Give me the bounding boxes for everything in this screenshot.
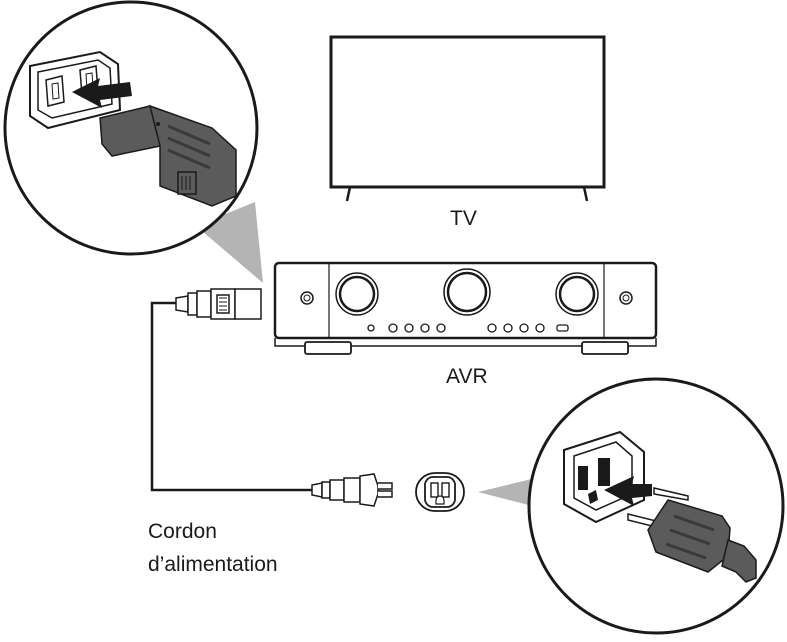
- insert-arrow-icon: [72, 78, 132, 108]
- tv-label: TV: [450, 207, 477, 230]
- wall-outlet-closeup: [527, 377, 785, 635]
- avr-label: AVR: [446, 365, 488, 388]
- power-cord-label-line2: d’alimentation: [148, 553, 278, 576]
- power-cord-line: [150, 301, 312, 492]
- wall-outlet: [415, 472, 465, 512]
- power-cord-label-line1: Cordon: [148, 520, 217, 543]
- power-cord-label: Cordon d’alimentation: [148, 515, 278, 581]
- iec-inlet-closeup: [3, 0, 259, 256]
- power-plug: [311, 473, 393, 507]
- insert-arrow-icon-2: [604, 476, 652, 506]
- avr-receiver: [273, 261, 658, 355]
- iec-connector: [175, 288, 262, 320]
- tv-screen: [329, 35, 606, 202]
